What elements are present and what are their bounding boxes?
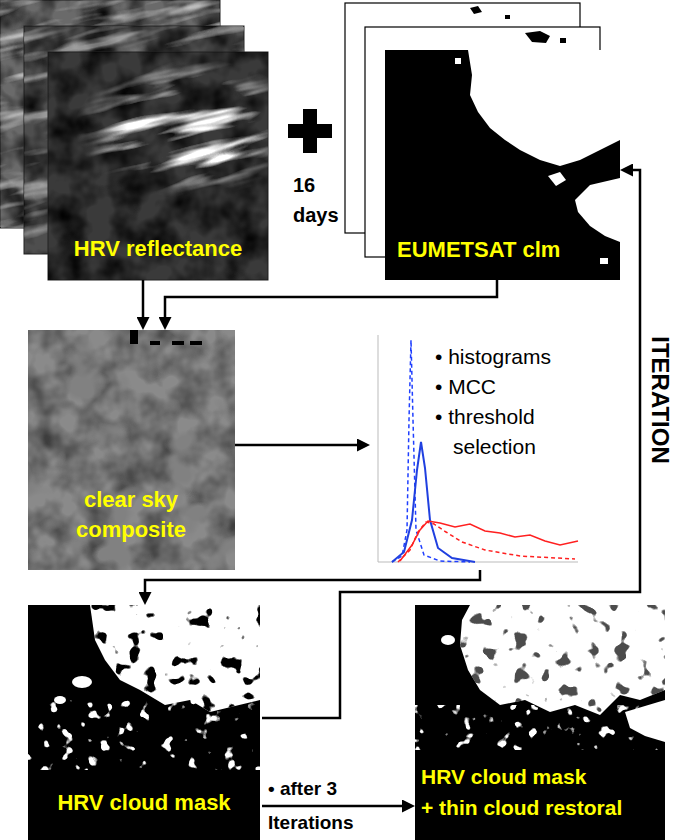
- image-panel: HRV cloud mask + thin cloud restoral: [415, 605, 665, 840]
- panel-caption: HRV cloud mask: [28, 789, 260, 817]
- panel-caption: HRV reflectance: [48, 235, 268, 263]
- cloud-region: [455, 58, 461, 64]
- plus-symbol: [288, 109, 332, 153]
- histogram-chart: [370, 330, 580, 570]
- edge-label: • after 3 Iterations: [268, 772, 396, 840]
- panel-caption: + thin cloud restoral: [421, 794, 661, 822]
- image-artifact: [172, 341, 184, 345]
- image-artifact: [190, 341, 202, 345]
- flow-arrow: [165, 280, 497, 322]
- bullet-item: • MCC: [435, 372, 575, 402]
- cloud-region: [72, 676, 92, 688]
- dark-patches: [28, 330, 235, 570]
- flow-arrow: [235, 444, 362, 447]
- cloud-region: [548, 172, 566, 186]
- cloud-holes: [415, 605, 665, 840]
- panel-caption: HRV cloud mask: [421, 763, 661, 791]
- cloud-holes: [415, 605, 665, 840]
- cloud-mask-image: [28, 605, 260, 840]
- bullet-item: • threshold selection: [435, 402, 575, 462]
- cloud-field: [48, 52, 268, 280]
- cloud-region: [468, 50, 620, 166]
- cloud-region: [441, 635, 455, 645]
- mask-layer: [385, 50, 620, 280]
- chart-axis: [378, 335, 578, 562]
- mask-speck: [560, 38, 566, 43]
- flow-arrow: [262, 170, 640, 718]
- mask-layer: [415, 605, 665, 840]
- cloud-region: [28, 605, 260, 840]
- image-texture: [28, 330, 235, 570]
- panel-caption: EUMETSAT clm: [397, 236, 615, 264]
- image-panel: EUMETSAT clm: [385, 50, 620, 280]
- image-artifact: [130, 330, 138, 344]
- mask-speck: [470, 6, 482, 14]
- vertical-label: ITERATION: [646, 336, 674, 464]
- composite-image: [28, 330, 235, 570]
- image-panel: • histograms• MCC• threshold selection: [370, 330, 580, 570]
- cloud-region: [600, 258, 608, 264]
- mask-speck: [525, 31, 550, 43]
- image-texture: [48, 52, 268, 280]
- flow-arrow: [262, 805, 407, 808]
- cloud-holes: [28, 605, 260, 840]
- histogram-curve: [400, 521, 578, 561]
- flow-arrow: [142, 280, 145, 322]
- mask-image-stack: [345, 3, 620, 280]
- mask-layer: [28, 605, 260, 840]
- panel-caption: clear sky composite: [56, 485, 206, 545]
- chart-background: [370, 330, 580, 570]
- cloud-streaks: [48, 52, 268, 280]
- image-panel: HRV cloud mask: [28, 605, 262, 840]
- composite-image: [28, 330, 235, 570]
- image-panel: HRV reflectance: [48, 52, 270, 280]
- annotation: 16 days: [293, 170, 355, 230]
- cloud-region: [575, 178, 620, 242]
- image-panel: clear sky composite: [28, 330, 235, 570]
- cloud-region: [415, 605, 665, 840]
- satellite-image-stack: [0, 0, 332, 298]
- cloud-specks: [28, 700, 260, 770]
- mask-speck: [505, 15, 510, 19]
- cloud-specks: [415, 705, 665, 750]
- cloud-region: [455, 50, 620, 264]
- histogram-curve: [392, 442, 475, 562]
- bullet-item: • histograms: [435, 342, 575, 372]
- image-artifact: [150, 341, 160, 345]
- restored-mask-image: [415, 605, 665, 840]
- cloud-region: [54, 696, 66, 704]
- cloud-holes: [28, 605, 260, 840]
